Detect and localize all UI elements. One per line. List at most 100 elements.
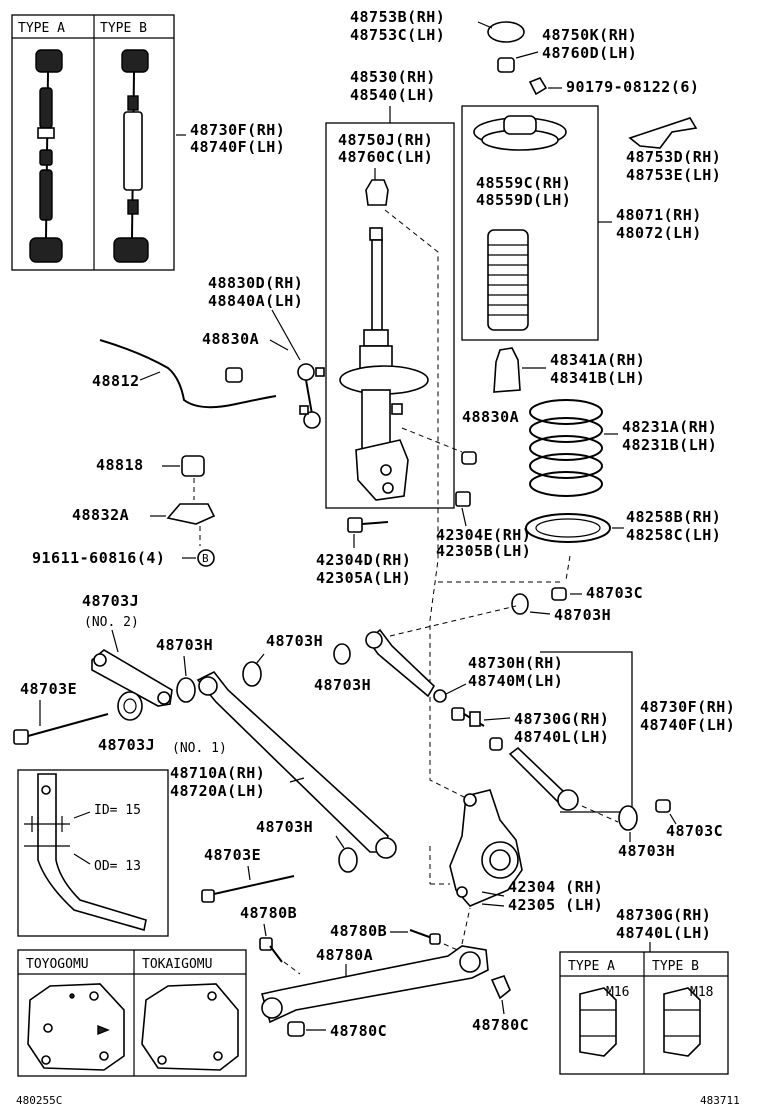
label-48753C: 48753C(LH) — [350, 26, 445, 44]
label-48830D: 48830D(RH) — [208, 274, 303, 292]
upper-cushion — [497, 57, 515, 73]
label-48753B: 48753B(RH) — [350, 8, 445, 26]
label-42305B: 42305B(LH) — [436, 542, 531, 560]
strut-mount-box: 48559C(RH) 48559D(LH) — [461, 105, 599, 341]
label-42305: 42305 (LH) — [508, 896, 603, 914]
label-48830A-right: 48830A — [462, 408, 519, 426]
label-48703H-a: 48703H — [156, 636, 213, 654]
label-48703H-d: 48703H — [256, 818, 313, 836]
stabilizer-bar — [99, 339, 277, 409]
label-48840A: 48840A(LH) — [208, 292, 303, 310]
label-48540: 48540(LH) — [350, 86, 436, 104]
toyogomu-header: TOYOGOMU — [26, 957, 89, 972]
arm-48710A — [196, 670, 397, 859]
label-42304D: 42304D(RH) — [316, 551, 411, 569]
nut-48730G — [489, 737, 503, 751]
label-48832A: 48832A — [72, 506, 129, 524]
label-48710A: 48710A(RH) — [170, 764, 265, 782]
m18-label: M18 — [690, 985, 713, 1000]
label-48753D: 48753D(RH) — [626, 148, 721, 166]
label-48072: 48072(LH) — [616, 224, 702, 242]
label-48780B-right: 48780B — [330, 922, 387, 940]
label-48703C-top: 48703C — [586, 584, 643, 602]
stabilizer-bushing — [181, 455, 205, 477]
dust-boot — [487, 229, 529, 331]
spring-insulator — [525, 513, 611, 543]
label-48703H-e: 48703H — [618, 842, 675, 860]
id-label: ID= 15 — [94, 803, 141, 818]
label-48730G-bottom-rh: 48730G(RH) — [616, 906, 711, 924]
label-48730H: 48730H(RH) — [468, 654, 563, 672]
label-48231A: 48231A(RH) — [622, 418, 717, 436]
bushing-bracket — [166, 503, 216, 525]
label-48703H-b: 48703H — [266, 632, 323, 650]
label-48740L-bottom-lh: 48740L(LH) — [616, 924, 711, 942]
label-48730F-top-rh: 48730F(RH) — [190, 121, 285, 139]
label-48341A: 48341A(RH) — [550, 351, 645, 369]
nut-icon — [528, 77, 548, 96]
bushing-maker-box: TOYOGOMU TOKAIGOMU — [17, 949, 247, 1077]
label-48753E: 48753E(LH) — [626, 166, 721, 184]
washer-48703H-d — [338, 847, 358, 873]
stabilizer-link — [297, 363, 325, 429]
label-48231B: 48231B(LH) — [622, 436, 717, 454]
washer-48703H-e — [618, 805, 638, 831]
code-left: 480255C — [16, 1094, 62, 1107]
mount-bracket — [628, 117, 698, 149]
ref-circle-b — [197, 549, 215, 567]
label-48071: 48071(RH) — [616, 206, 702, 224]
nut-type-b-header: TYPE B — [652, 959, 699, 974]
hose-icon — [37, 773, 147, 932]
label-48703H-c: 48703H — [314, 676, 371, 694]
circle-b-label: B — [202, 552, 209, 565]
arm-48730F-lower — [508, 746, 579, 811]
arm-48703J-no2 — [91, 649, 173, 707]
label-90179: 90179-08122(6) — [566, 78, 699, 96]
label-48703C-right: 48703C — [666, 822, 723, 840]
tokaigomu-header: TOKAIGOMU — [142, 957, 212, 972]
label-48258B: 48258B(RH) — [626, 508, 721, 526]
arm-48730H — [365, 628, 436, 698]
coil-spring — [529, 399, 603, 497]
bolt-42304D — [347, 517, 389, 533]
washer-48703H-c — [333, 643, 351, 665]
nut-type-a-icon — [579, 987, 617, 1057]
label-91611: 91611-60816(4) — [32, 549, 165, 567]
label-48559D: 48559D(LH) — [476, 191, 571, 209]
adjust-bolt-48730G — [451, 707, 485, 727]
dust-cap — [487, 21, 525, 43]
label-48703J-b: 48703J — [98, 736, 155, 754]
od-label: OD= 13 — [94, 859, 141, 874]
washer-48703H-a — [176, 677, 196, 703]
label-48730G-mid-rh: 48730G(RH) — [514, 710, 609, 728]
type-b-header: TYPE B — [100, 21, 147, 36]
label-48740L-mid-lh: 48740L(LH) — [514, 728, 609, 746]
nut-type-a-header: TYPE A — [568, 959, 615, 974]
label-42304E: 42304E(RH) — [436, 526, 531, 544]
nut-48780C-right — [490, 975, 511, 1000]
label-48341B: 48341B(LH) — [550, 369, 645, 387]
shock-absorber-box: 48750J(RH) 48760C(LH) — [325, 106, 455, 509]
label-42305A: 42305A(LH) — [316, 569, 411, 587]
type-a-header: TYPE A — [18, 21, 65, 36]
link-bushing — [225, 367, 243, 383]
nut-type-box: TYPE A TYPE B M16 M18 — [559, 951, 729, 1075]
label-48730F-mid-rh: 48730F(RH) — [640, 698, 735, 716]
label-48703J: 48703J — [82, 592, 139, 610]
label-48258C: 48258C(LH) — [626, 526, 721, 544]
tokaigomu-plate — [141, 983, 239, 1071]
rear-knuckle — [449, 789, 523, 907]
nut-42304E — [455, 491, 471, 507]
label-48703E-bottom: 48703E — [204, 846, 261, 864]
bushing-48730H — [433, 689, 447, 703]
label-48760C: 48760C(LH) — [338, 148, 433, 166]
bound-cushion — [365, 179, 389, 206]
label-48703E-left: 48703E — [20, 680, 77, 698]
bolt-48703E-bottom — [201, 875, 295, 903]
label-48740M: 48740M(LH) — [468, 672, 563, 690]
label-48703H-top: 48703H — [554, 606, 611, 624]
bushing-48703C-right — [655, 799, 671, 813]
nut-48830A — [461, 451, 477, 465]
label-48730F-top-lh: 48740F(LH) — [190, 138, 285, 156]
